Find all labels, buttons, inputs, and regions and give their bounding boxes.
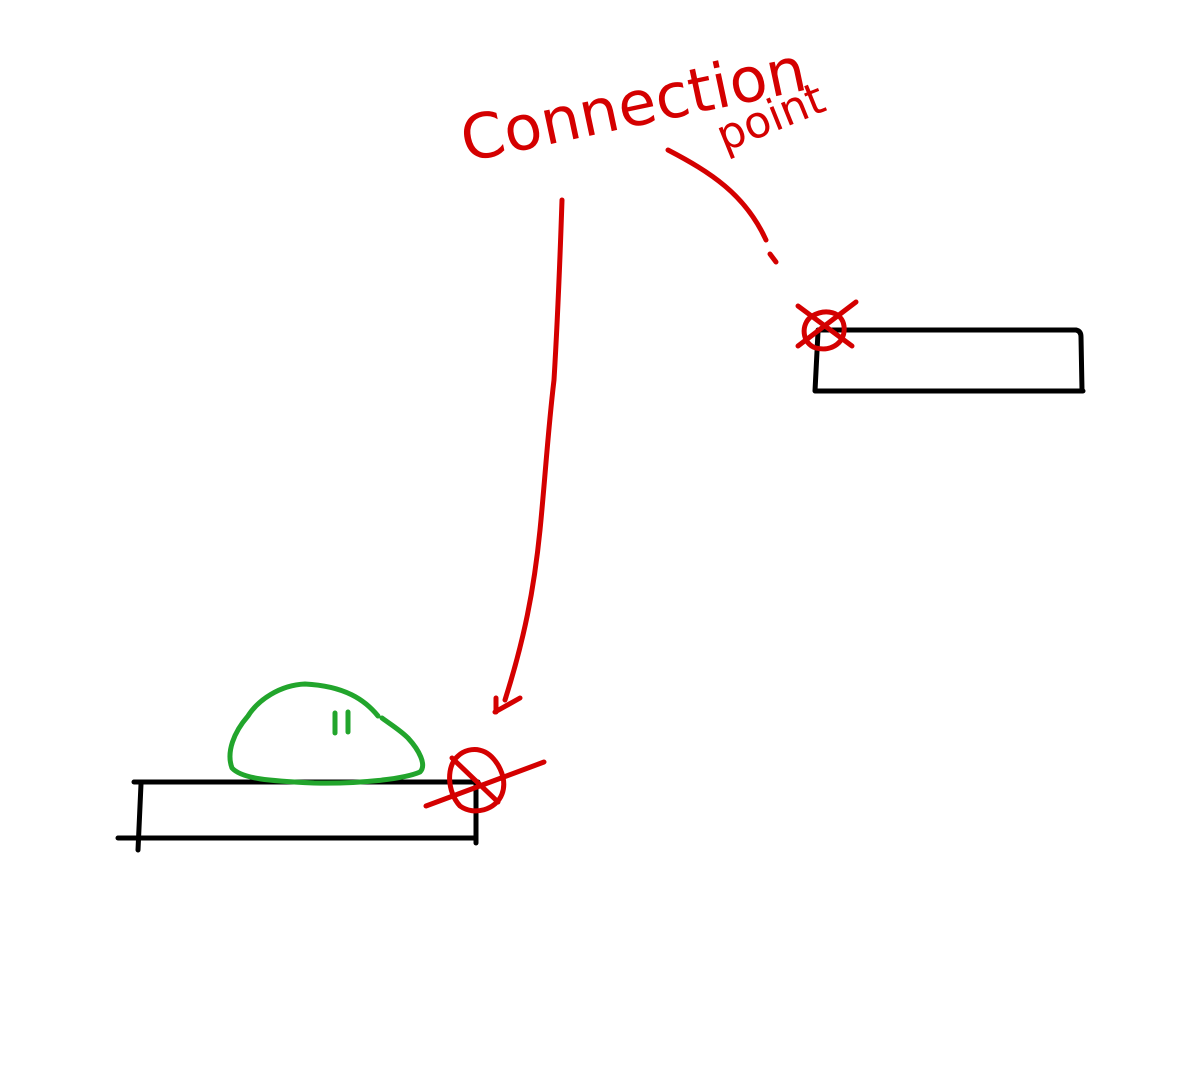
connection-marker-lower <box>423 747 547 814</box>
arrow-to-lower-point <box>492 197 565 715</box>
arrow-to-upper-point <box>665 147 779 265</box>
annotation-label: Connection point <box>454 32 832 176</box>
lower-platform <box>115 779 481 853</box>
upper-platform <box>812 327 1086 394</box>
slime-character <box>227 681 426 786</box>
connection-marker-upper <box>795 299 859 352</box>
